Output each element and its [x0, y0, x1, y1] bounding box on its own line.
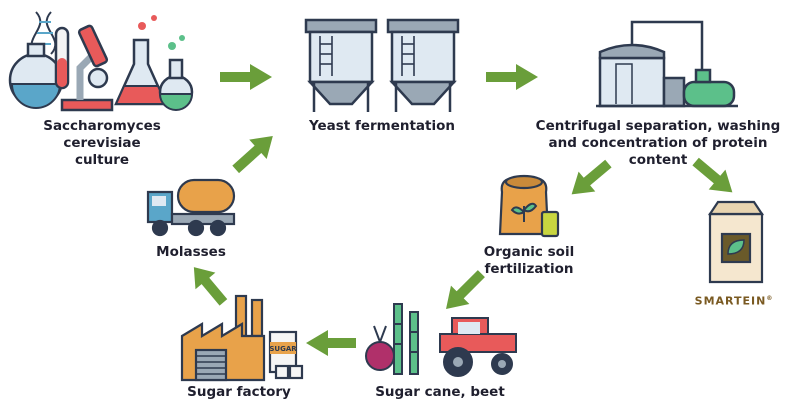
label-cane: Sugar cane, beet	[375, 384, 505, 400]
cane-tractor-icon	[362, 300, 522, 380]
lab-culture-icon	[6, 8, 196, 116]
arrow-fermentation-to-separation	[486, 64, 538, 90]
arrow-cane-to-factory	[306, 330, 356, 356]
arrow-fertilizer-to-cane	[438, 270, 488, 314]
label-fermentation: Yeast fermentation	[308, 118, 456, 134]
sugar-box-text: SUGAR	[269, 345, 297, 353]
arrow-culture-to-fermentation	[220, 64, 272, 90]
brand-smartein: SMARTEIN®	[694, 294, 774, 308]
smartein-package-icon	[704, 198, 768, 286]
label-culture: Saccharomyces cerevisiae culture	[43, 118, 161, 168]
arrow-factory-to-molasses	[186, 262, 230, 306]
arrow-separation-to-fertilizer	[566, 158, 614, 200]
centrifuge-plant-icon	[592, 14, 742, 110]
label-factory: Sugar factory	[187, 384, 291, 400]
fertilizer-bag-icon	[496, 172, 560, 240]
label-molasses: Molasses	[156, 244, 226, 260]
tanker-truck-icon	[144, 174, 238, 238]
arrow-separation-to-smartein	[690, 156, 738, 198]
fermentation-tank-icon	[300, 14, 464, 114]
arrow-molasses-to-fermentation	[230, 128, 280, 176]
sugar-factory-icon: SUGAR	[178, 292, 310, 384]
label-fertilization: Organic soil fertilization	[483, 244, 575, 277]
label-separation: Centrifugal separation, washing and conc…	[535, 118, 781, 168]
